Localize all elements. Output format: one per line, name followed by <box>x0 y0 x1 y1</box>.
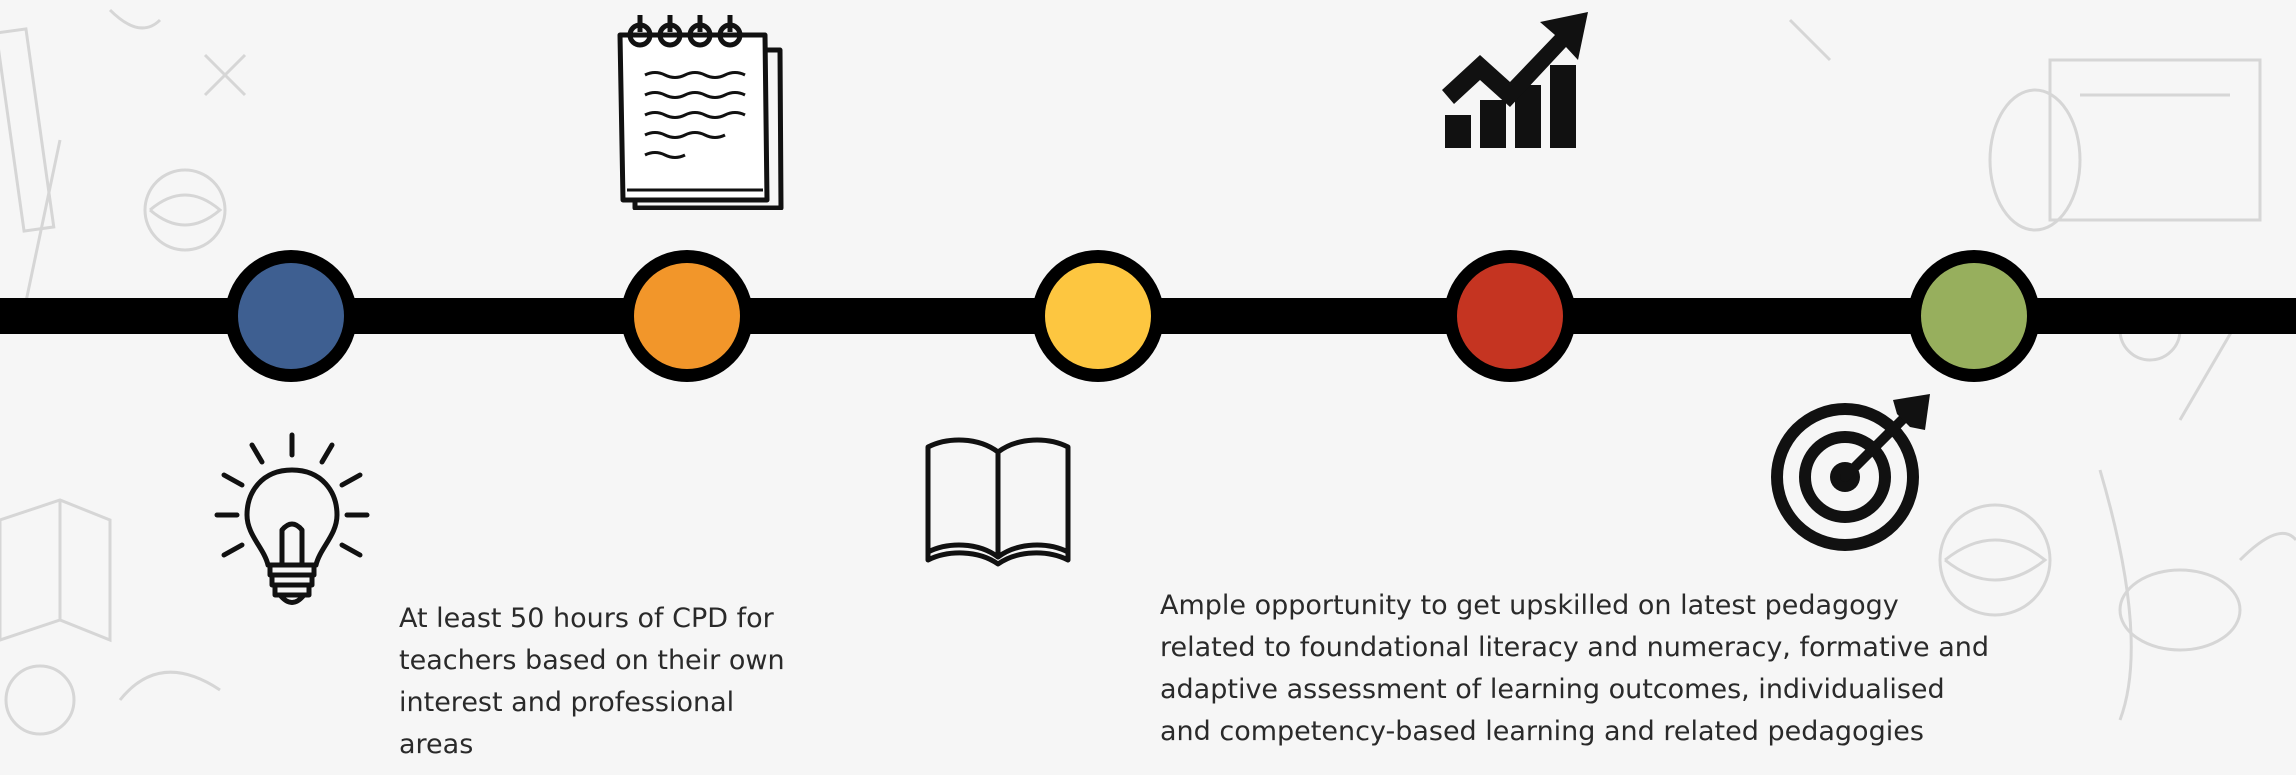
milestone-dot-orange <box>634 263 740 369</box>
milestone-dot-yellow <box>1045 263 1151 369</box>
target-icon <box>1771 394 1930 551</box>
cpd-hours-caption: At least 50 hours of CPD for teachers ba… <box>399 603 785 760</box>
milestone-dot-red <box>1457 263 1563 369</box>
milestone-5 <box>1908 250 2040 382</box>
milestone-3 <box>1032 250 1164 382</box>
milestone-4 <box>1444 250 1576 382</box>
milestone-dot-blue <box>238 263 344 369</box>
open-book-icon <box>925 437 1071 567</box>
notepad-icon <box>617 15 784 210</box>
lightbulb-icon <box>214 432 370 605</box>
growth-chart-icon <box>1442 12 1588 148</box>
milestone-dot-green <box>1921 263 2027 369</box>
upskilling-caption: Ample opportunity to get upskilled on la… <box>1160 590 1990 747</box>
milestone-1 <box>225 250 357 382</box>
milestone-2 <box>621 250 753 382</box>
